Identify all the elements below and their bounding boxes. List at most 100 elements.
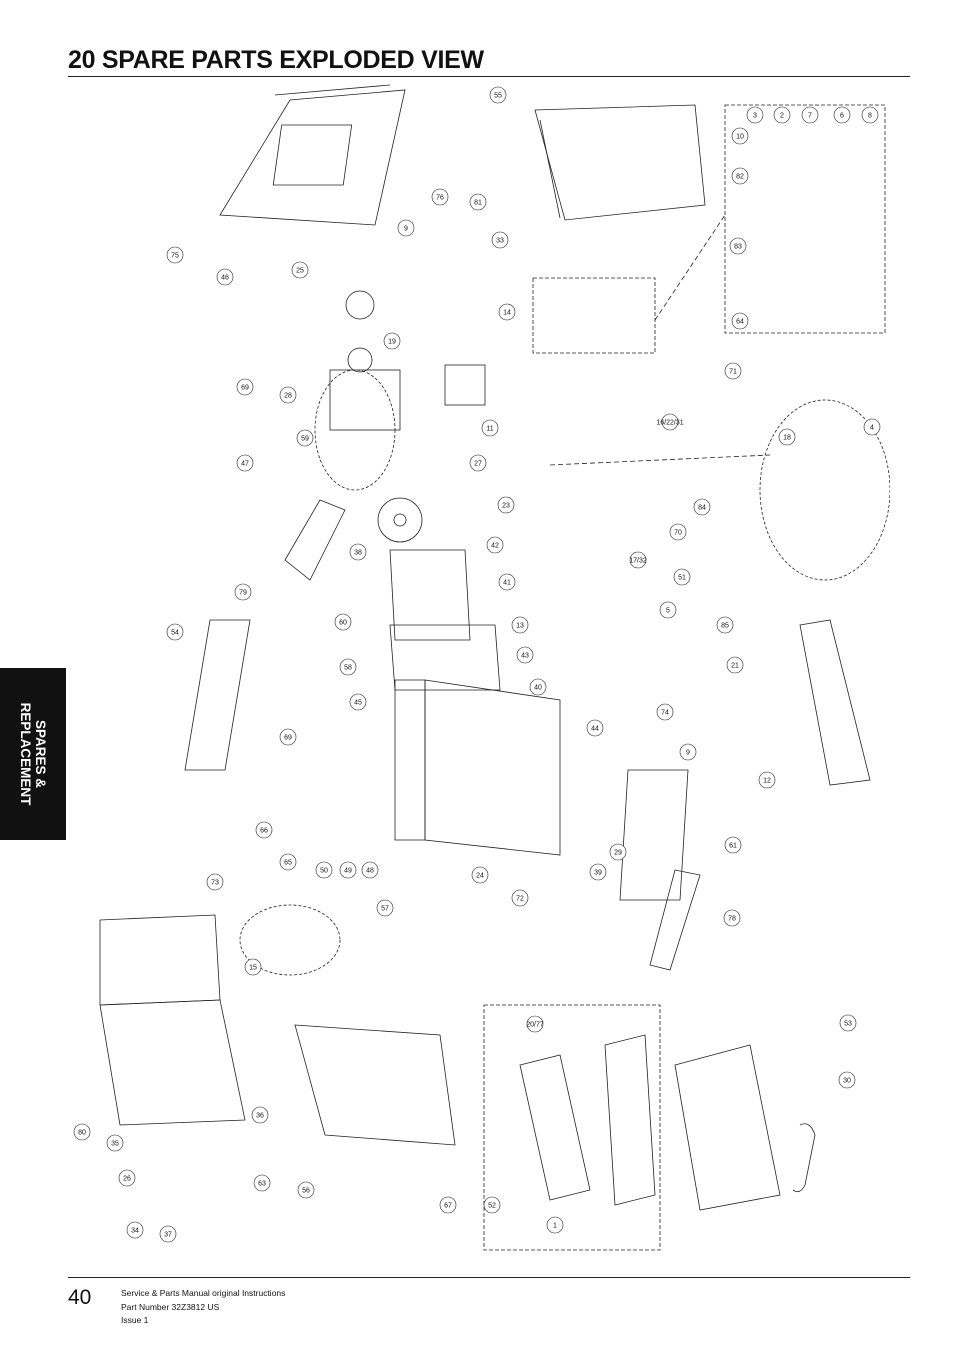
part-callout-number: 12 — [763, 778, 771, 785]
part-callout-number: 81 — [474, 200, 482, 207]
part-callout-number: 72 — [516, 896, 524, 903]
part-callout-number: 67 — [444, 1203, 452, 1210]
part-callout: 23 — [497, 496, 515, 514]
part-callout-number: 20/77 — [526, 1022, 544, 1029]
part-callout: 16/22/31 — [656, 413, 684, 431]
part-callout: 39 — [589, 863, 607, 881]
part-callout-number: 37 — [164, 1232, 172, 1239]
assembled-oven — [99, 914, 246, 1126]
part-callout-number: 76 — [436, 195, 444, 202]
part-callout-number: 28 — [284, 393, 292, 400]
part-callout: 33 — [491, 231, 509, 249]
part-callout-number: 38 — [354, 550, 362, 557]
part-callout-number: 75 — [171, 253, 179, 260]
part-callout-number: 9 — [404, 226, 408, 233]
part-callout-number: 79 — [239, 590, 247, 597]
part-callout: 19 — [383, 332, 401, 350]
section-tab: SPARES & REPLACEMENT — [0, 668, 66, 840]
part-callout-number: 53 — [844, 1021, 852, 1028]
part-callout-number: 69 — [241, 385, 249, 392]
detail-circle — [759, 399, 890, 581]
part-callout: 34 — [126, 1221, 144, 1239]
leader-line — [549, 454, 771, 466]
part-callout: 27 — [469, 454, 487, 472]
part-callout-number: 78 — [728, 916, 736, 923]
part-callout: 64 — [731, 312, 749, 330]
grille — [649, 869, 701, 971]
part-callout-number: 74 — [661, 710, 669, 717]
part-callout-number: 40 — [534, 685, 542, 692]
part-callout: 6 — [833, 106, 851, 124]
part-callout: 20/77 — [526, 1015, 544, 1033]
part-callout-number: 2 — [780, 113, 784, 120]
part-callout-number: 43 — [521, 653, 529, 660]
part-callout-number: 61 — [729, 843, 737, 850]
part-callout: 42 — [486, 536, 504, 554]
part-callout-number: 10 — [736, 134, 744, 141]
part-callout-number: 5 — [666, 608, 670, 615]
part-callout: 14 — [498, 303, 516, 321]
part-callout-number: 85 — [721, 623, 729, 630]
detail-circle — [239, 904, 341, 976]
part-callout-number: 7 — [808, 113, 812, 120]
part-callout: 56 — [297, 1181, 315, 1199]
part-callout-number: 63 — [258, 1181, 266, 1188]
part-callout-number: 65 — [284, 860, 292, 867]
part-callout-number: 41 — [503, 580, 511, 587]
part-callout-number: 1 — [553, 1223, 557, 1230]
part-callout: 1 — [546, 1216, 564, 1234]
part-callout: 18 — [778, 428, 796, 446]
oven-cavity — [389, 549, 561, 856]
fan-motor — [314, 290, 401, 491]
part-callout-number: 35 — [111, 1141, 119, 1148]
part-callout-number: 36 — [256, 1113, 264, 1120]
part-callout-number: 44 — [591, 726, 599, 733]
leader-line — [654, 214, 726, 321]
part-callout: 59 — [296, 429, 314, 447]
part-callout: 9 — [679, 743, 697, 761]
part-callout-number: 17/32 — [629, 558, 647, 565]
part-callout: 83 — [729, 237, 747, 255]
part-callout-number: 16/22/31 — [656, 420, 683, 427]
top-panel — [219, 84, 406, 226]
part-callout: 45 — [349, 693, 367, 711]
part-callout-number: 71 — [729, 369, 737, 376]
part-callout-number: 56 — [302, 1188, 310, 1195]
part-callout: 3 — [746, 106, 764, 124]
part-callout: 71 — [724, 362, 742, 380]
part-callout-number: 3 — [753, 113, 757, 120]
part-callout-number: 33 — [496, 238, 504, 245]
part-callout-number: 55 — [494, 93, 502, 100]
part-callout: 40 — [529, 678, 547, 696]
part-callout: 43 — [516, 646, 534, 664]
part-callout: 7 — [801, 106, 819, 124]
part-callout: 66 — [255, 821, 273, 839]
part-callout-number: 66 — [260, 828, 268, 835]
part-callout: 72 — [511, 889, 529, 907]
part-callout-number: 27 — [474, 461, 482, 468]
part-callout: 74 — [656, 703, 674, 721]
part-callout: 80 — [73, 1123, 91, 1141]
section-tab-label: SPARES & REPLACEMENT — [18, 702, 48, 806]
part-callout: 52 — [483, 1196, 501, 1214]
part-callout: 2 — [773, 106, 791, 124]
part-callout: 63 — [253, 1174, 271, 1192]
part-callout: 76 — [431, 188, 449, 206]
exploded-view-diagram: 5575462597681331419692811592747234238411… — [73, 84, 890, 1251]
part-callout: 75 — [166, 246, 184, 264]
part-callout-number: 82 — [736, 174, 744, 181]
part-callout-number: 30 — [843, 1078, 851, 1085]
part-callout-number: 8 — [868, 113, 872, 120]
outer-wrap — [294, 1024, 456, 1146]
part-callout: 24 — [471, 866, 489, 884]
part-callout: 30 — [838, 1071, 856, 1089]
part-callout: 60 — [334, 613, 352, 631]
part-callout: 85 — [716, 616, 734, 634]
part-callout: 10 — [731, 127, 749, 145]
part-callout-number: 42 — [491, 543, 499, 550]
capacitor-detail-box — [724, 104, 886, 334]
part-callout-number: 39 — [594, 870, 602, 877]
part-callout-number: 25 — [296, 268, 304, 275]
part-callout-number: 70 — [674, 530, 682, 537]
part-callout-number: 58 — [344, 665, 352, 672]
